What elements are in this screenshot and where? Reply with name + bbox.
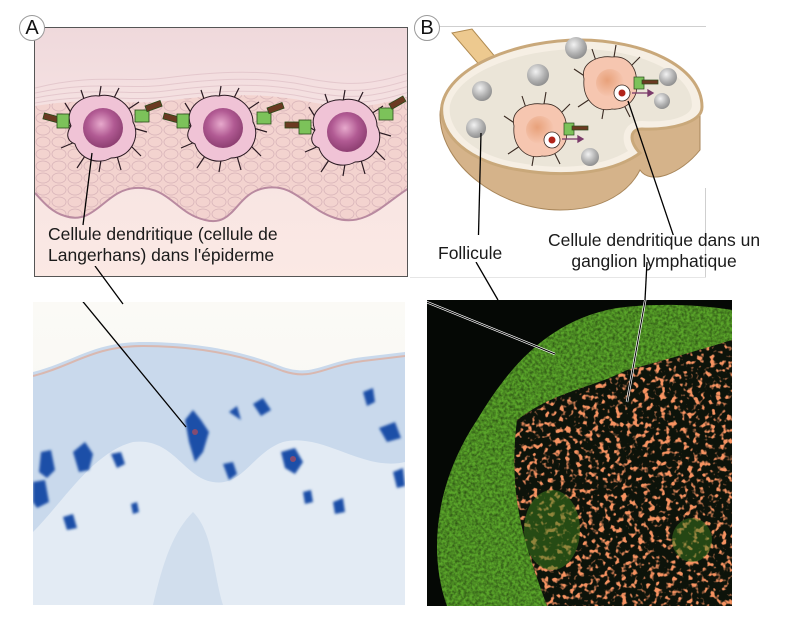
caption-line: Cellule dendritique dans un xyxy=(548,230,761,250)
lymph-node-photo xyxy=(427,300,732,606)
follicle-caption: Follicule xyxy=(438,243,503,263)
langerhans-cell xyxy=(60,85,148,173)
dendritic-cell xyxy=(573,44,641,120)
panel-b-frame-bottom xyxy=(410,277,706,278)
panel-b-caption: Cellule dendritique dans un ganglion lym… xyxy=(548,230,760,272)
panel-b-frame-right xyxy=(705,188,706,278)
panel-a-label: A xyxy=(19,15,45,41)
follicles xyxy=(466,37,677,166)
epidermis-illustration xyxy=(35,28,407,276)
panel-a-caption: Cellule dendritique (cellule de Langerha… xyxy=(48,224,278,266)
dendritic-cell xyxy=(503,91,571,167)
skin-section-photo xyxy=(33,302,405,605)
panel-b-label: B xyxy=(414,15,440,41)
lymph-node-micrograph xyxy=(427,300,732,606)
langerhans-cell xyxy=(180,85,268,173)
caption-line: Langerhans) dans l'épiderme xyxy=(48,245,275,265)
langerhans-cell xyxy=(304,89,392,177)
lymph-node-illustration xyxy=(439,28,704,235)
caption-line: Cellule dendritique (cellule de xyxy=(48,224,278,244)
panel-a-illustration xyxy=(34,27,408,277)
panel-b-frame-top xyxy=(436,26,706,27)
pointer-line xyxy=(94,266,124,305)
pointer-lines xyxy=(475,262,648,301)
panel-b-illustration xyxy=(430,25,730,235)
caption-line: ganglion lymphatique xyxy=(571,251,737,271)
skin-micrograph xyxy=(33,302,405,605)
